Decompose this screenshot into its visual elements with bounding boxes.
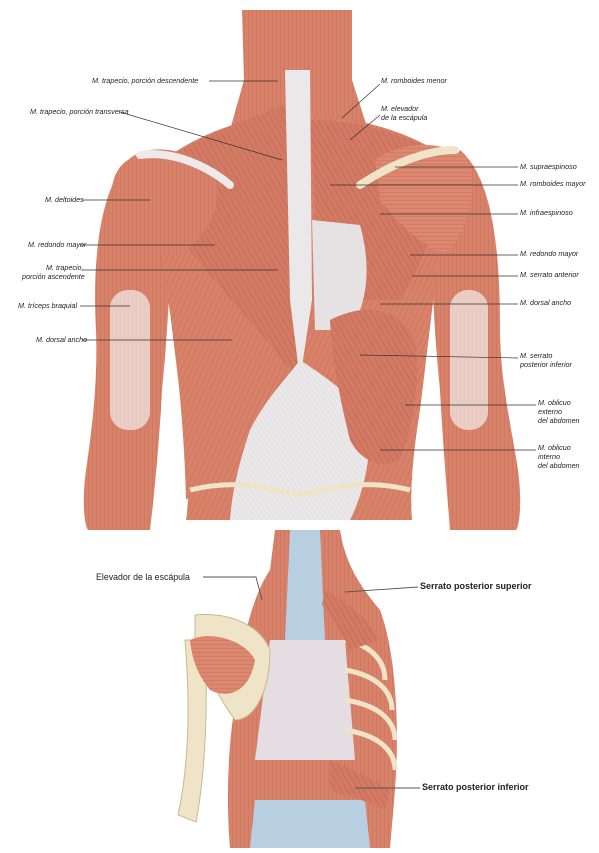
label-obl-int-2: interno	[538, 452, 560, 461]
blue-fascia-bottom	[250, 800, 370, 848]
deltoid-bottom	[190, 636, 255, 694]
label-obl-int-3: del abdomen	[538, 461, 580, 470]
label-triceps: M. tríceps braquial	[18, 301, 78, 310]
bottom-labels: Elevador de la escápula Serrato posterio…	[96, 572, 532, 792]
label-obl-ext-3: del abdomen	[538, 416, 580, 425]
label-elevador-1: M. elevador	[381, 104, 419, 113]
bottom-figure	[177, 530, 398, 848]
label-serrato-sup: Serrato posterior superior	[420, 581, 532, 591]
label-dorsal-right: M. dorsal ancho	[520, 298, 571, 307]
label-trap-asc-2: porción ascendente	[21, 272, 85, 281]
label-dorsal-left: M. dorsal ancho	[36, 335, 87, 344]
thoracolumbar-fascia	[230, 360, 370, 520]
humerus	[177, 639, 207, 823]
label-romb-mayor: M. romboides mayor	[520, 179, 586, 188]
iliac-crest	[189, 482, 411, 498]
label-serr-inf-2: posterior inferior	[519, 360, 573, 369]
spine-aponeurosis	[285, 70, 312, 380]
label-trap-asc-1: M. trapecio,	[46, 263, 84, 272]
back-center	[255, 640, 355, 760]
label-obl-int-1: M. oblicuo	[538, 443, 571, 452]
deep-fascia-right	[312, 220, 367, 330]
blue-fascia-top	[285, 530, 325, 640]
label-trap-trans: M. trapecio, porción transversa	[30, 107, 129, 116]
label-romb-menor: M. romboides menor	[381, 76, 448, 85]
serratus-inf-region	[330, 309, 417, 464]
label-elevador-2: de la escápula	[381, 113, 427, 122]
label-obl-ext-2: externo	[538, 407, 562, 416]
serratus-inf	[330, 760, 390, 810]
label-serrato-inf: Serrato posterior inferior	[422, 782, 529, 792]
label-redondo-mayor-left: M. redondo mayor	[28, 240, 87, 249]
label-trap-desc: M. trapecio, porción descendente	[92, 76, 198, 85]
top-labels: M. trapecio, porción descendente M. trap…	[18, 76, 586, 470]
elbow-left	[110, 290, 150, 430]
elbow-right	[450, 290, 488, 430]
label-infraesp: M. infraespinoso	[520, 208, 573, 217]
deltoid-left	[111, 149, 219, 255]
label-obl-ext-1: M. oblicuo	[538, 398, 571, 407]
label-elevador-escapula: Elevador de la escápula	[96, 572, 190, 582]
deltoid-right	[375, 145, 473, 255]
label-serr-inf-1: M. serrato	[520, 351, 552, 360]
scapula-spine-left	[136, 150, 234, 189]
scapula-spine-right	[356, 146, 459, 189]
top-figure	[83, 10, 521, 530]
serratus-sup	[322, 590, 380, 650]
label-redondo-mayor-right: M. redondo mayor	[520, 249, 579, 258]
label-serrato-ant: M. serrato anterior	[520, 270, 579, 279]
label-supraesp: M. supraespinoso	[520, 162, 577, 171]
label-deltoides: M. deltoides	[45, 195, 84, 204]
